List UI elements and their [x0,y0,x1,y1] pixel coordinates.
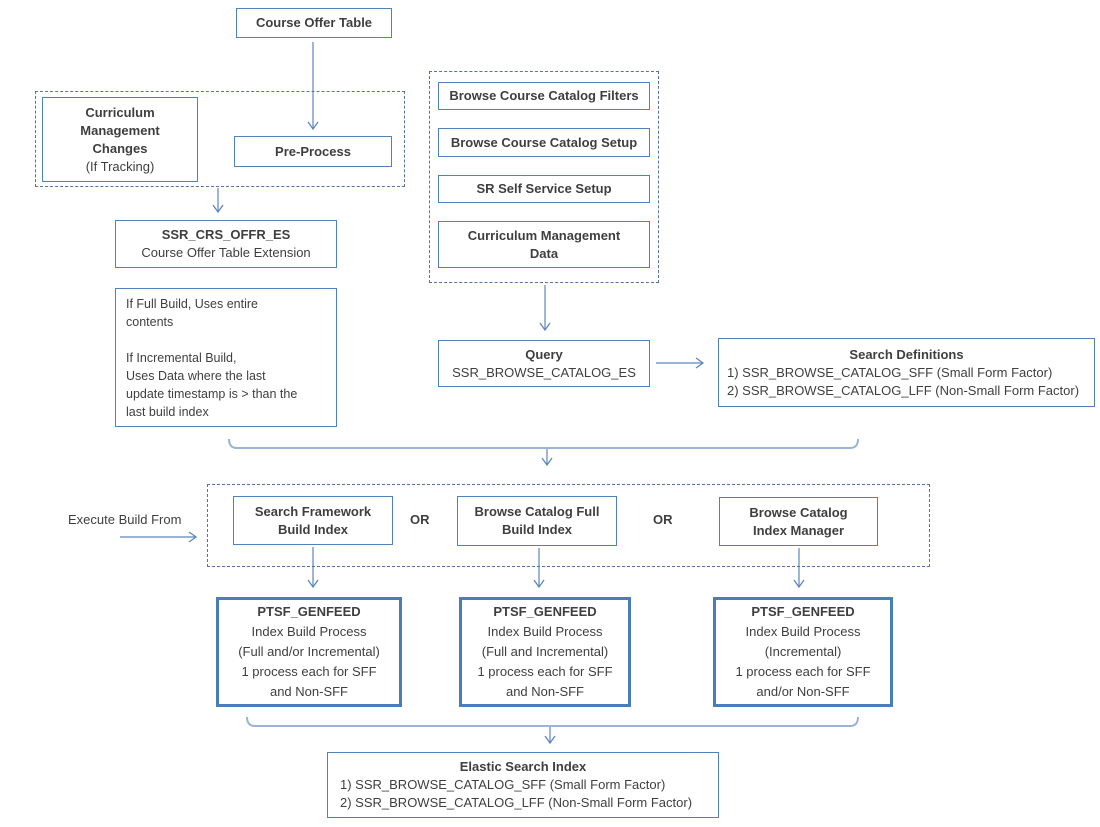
node-browse-course-catalog-setup: Browse Course Catalog Setup [438,128,650,157]
node-title: PTSF_GENFEED [751,604,855,619]
node-line: and/or Non-SFF [756,684,850,699]
node-line: (Full and/or Incremental) [238,644,380,659]
node-line: Browse Catalog [749,504,848,520]
node-course-offer-table: Course Offer Table [236,8,392,38]
node-line: Curriculum Management [467,227,621,243]
node-line: Browse Catalog Full [474,504,600,519]
node-line: Build Index [501,522,573,537]
node-label: Course Offer Table [255,15,373,30]
node-title: Search Definitions [849,346,964,362]
node-title: PTSF_GENFEED [257,604,361,619]
node-title: Elastic Search Index [459,759,587,774]
node-label: Pre-Process [275,143,351,159]
node-ptsf-genfeed-left: PTSF_GENFEED Index Build Process (Full a… [216,597,402,707]
note-line: contents [126,315,174,329]
node-title: SSR_CRS_OFFR_ES [161,227,291,242]
node-line: Management [80,122,160,138]
or-label: OR [410,512,430,527]
node-curriculum-management-data: Curriculum Management Data [438,221,650,268]
node-line: 1 process each for SFF [735,664,871,679]
node-line: and Non-SFF [269,684,349,699]
node-label: SR Self Service Setup [476,181,612,196]
node-browse-catalog-full-build-index: Browse Catalog Full Build Index [457,496,617,546]
node-line: Data [529,245,559,261]
node-search-framework-build-index: Search Framework Build Index [233,496,393,545]
node-browse-catalog-index-manager: Browse Catalog Index Manager [719,497,878,546]
node-elastic-search-index: Elastic Search Index 1) SSR_BROWSE_CATAL… [327,752,719,818]
node-browse-course-catalog-filters: Browse Course Catalog Filters [438,82,650,110]
node-line: 1 process each for SFF [241,664,377,679]
note-line: If Incremental Build, [126,351,237,365]
node-line: 1 process each for SFF [477,664,613,679]
node-line: 2) SSR_BROWSE_CATALOG_LFF (Non-Small For… [340,795,693,810]
node-sr-self-service-setup: SR Self Service Setup [438,175,650,203]
node-line: (Incremental) [764,644,842,659]
node-subtitle: Course Offer Table Extension [141,245,311,260]
node-line: 2) SSR_BROWSE_CATALOG_LFF (Non-Small For… [727,382,1080,398]
note-line: If Full Build, Uses entire [126,297,258,311]
node-pre-process: Pre-Process [234,136,392,167]
note-line: update timestamp is > than the [126,387,298,401]
node-line: Curriculum [85,104,155,120]
node-ptsf-genfeed-right: PTSF_GENFEED Index Build Process (Increm… [713,597,893,707]
node-search-definitions: Search Definitions 1) SSR_BROWSE_CATALOG… [718,338,1095,407]
node-line: and Non-SFF [505,684,585,699]
or-label: OR [653,512,673,527]
node-line: Index Build Process [487,624,603,639]
node-line: Index Build Process [745,624,861,639]
node-line: Index Manager [752,522,845,538]
merge-bracket-bottom [246,716,859,727]
note-line: Uses Data where the last [126,369,266,383]
node-label: Browse Course Catalog Setup [450,134,638,150]
group-build-options-dashed [207,484,930,567]
node-line: 1) SSR_BROWSE_CATALOG_SFF (Small Form Fa… [727,364,1053,380]
execute-build-from-label: Execute Build From [68,512,182,527]
node-build-note: If Full Build, Uses entire contents If I… [115,288,337,427]
node-line: (Full and Incremental) [481,644,609,659]
node-query-ssr-browse-catalog-es: Query SSR_BROWSE_CATALOG_ES [438,340,650,387]
node-ssr-crs-offr-es: SSR_CRS_OFFR_ES Course Offer Table Exten… [115,220,337,268]
group-preprocess-dashed [35,91,405,187]
node-title: PTSF_GENFEED [493,604,597,619]
node-ptsf-genfeed-middle: PTSF_GENFEED Index Build Process (Full a… [459,597,631,707]
merge-bracket-top [228,438,859,449]
node-note: (If Tracking) [85,158,155,174]
node-line: 1) SSR_BROWSE_CATALOG_SFF (Small Form Fa… [340,777,666,792]
group-catalog-inputs-dashed [429,71,659,283]
node-curriculum-management-changes: Curriculum Management Changes (If Tracki… [42,97,198,182]
note-line: last build index [126,405,209,419]
node-line: Index Build Process [251,624,367,639]
node-subtitle: SSR_BROWSE_CATALOG_ES [452,364,636,380]
note-line [126,331,326,349]
node-line: Changes [92,140,148,156]
node-label: Browse Course Catalog Filters [449,88,639,103]
node-line: Build Index [277,521,349,537]
node-title: Query [525,346,563,362]
node-line: Search Framework [254,503,372,519]
